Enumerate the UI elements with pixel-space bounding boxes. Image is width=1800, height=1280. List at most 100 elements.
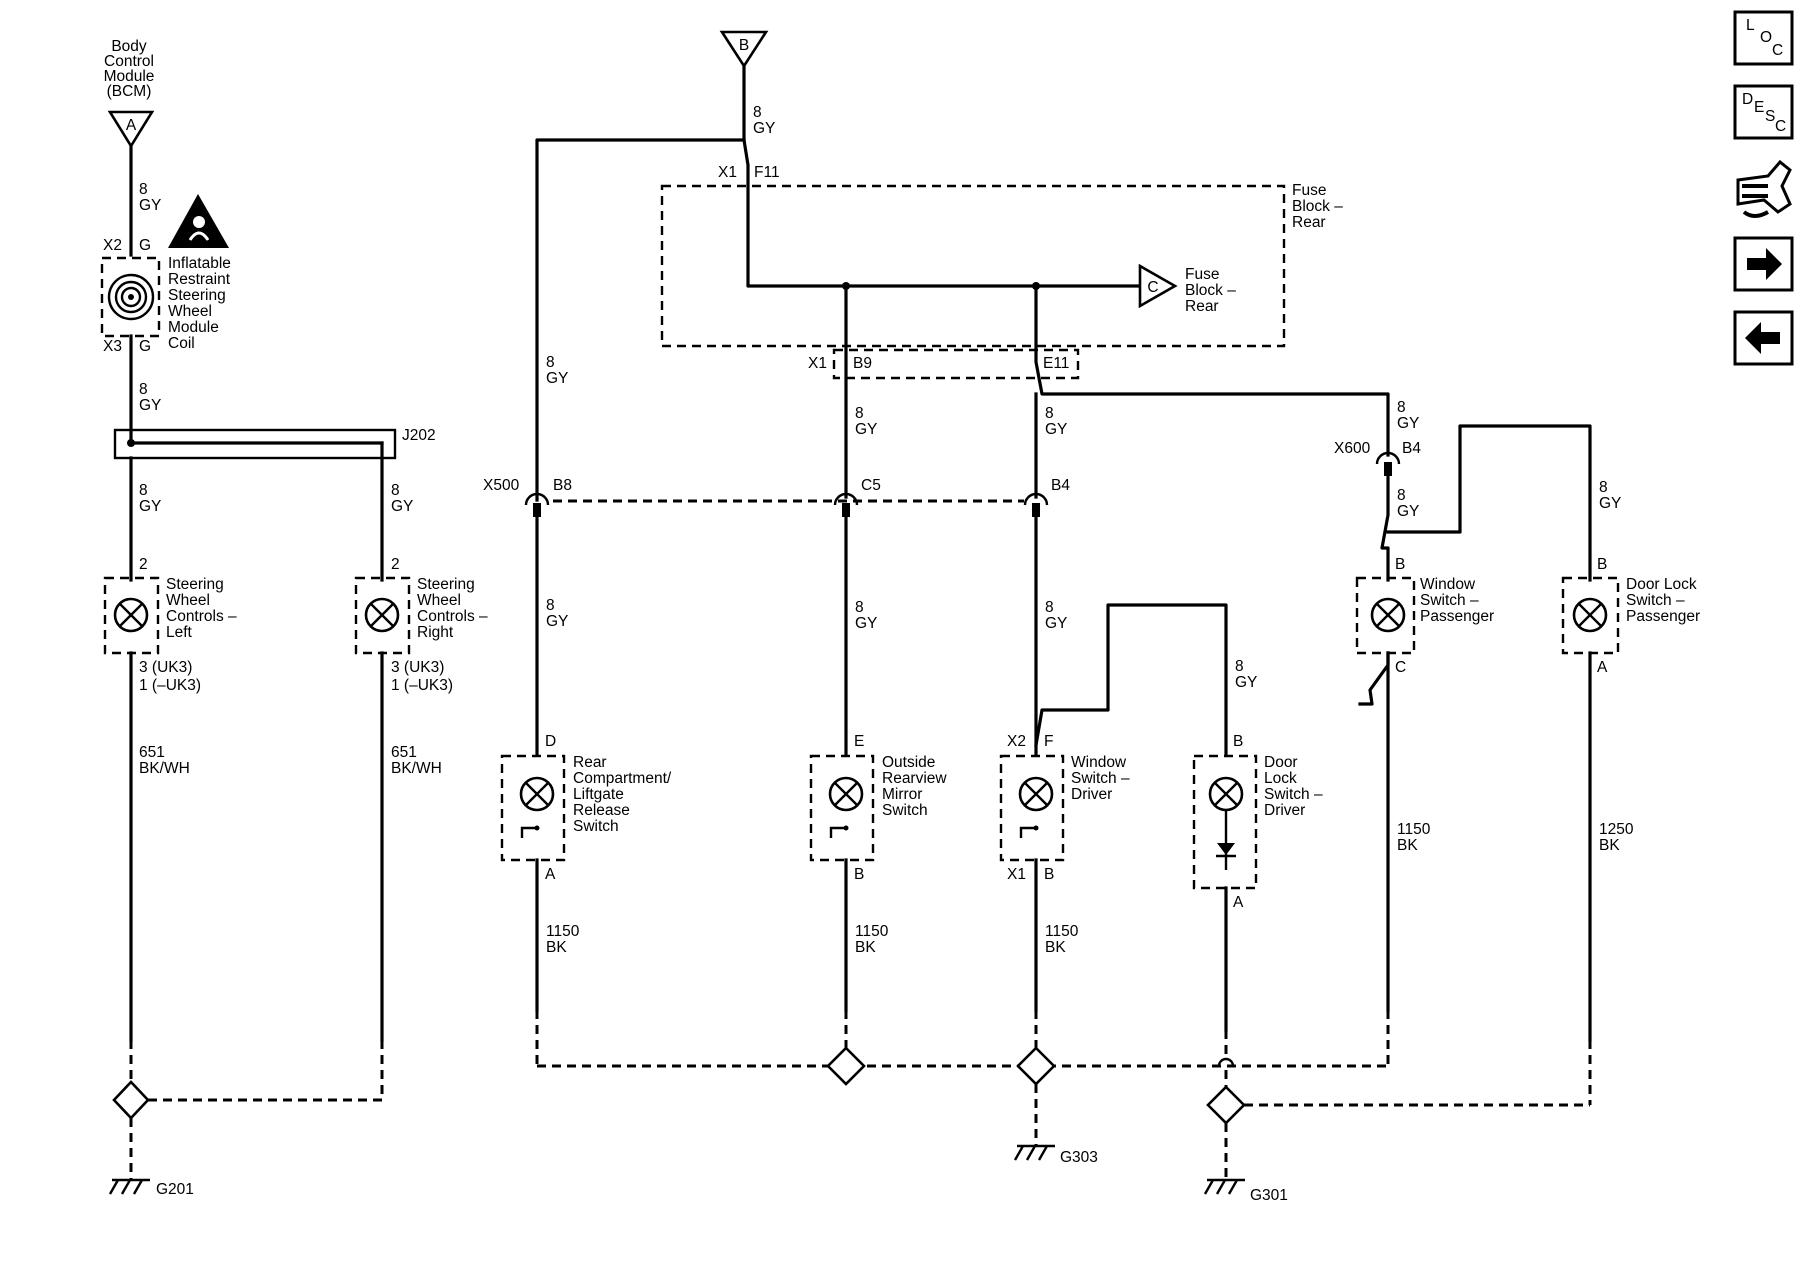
wire-label: 8	[855, 599, 864, 616]
wire-label: GY	[1235, 674, 1257, 691]
svg-text:Right: Right	[417, 624, 454, 641]
svg-text:Block –: Block –	[1185, 282, 1236, 299]
loc-button[interactable]: L O C	[1733, 10, 1794, 66]
switch-lamp-icon	[113, 597, 149, 633]
x600-label: X600	[1334, 440, 1371, 457]
wire-label: 651	[391, 744, 417, 761]
svg-text:S: S	[1765, 108, 1775, 125]
ground-splice	[1206, 1085, 1246, 1125]
svg-text:Driver: Driver	[1071, 786, 1112, 803]
back-button[interactable]	[1733, 310, 1794, 366]
ground-g301-label: G301	[1250, 1187, 1288, 1204]
wire-label: BK	[1599, 837, 1620, 854]
inline-connector-icon	[524, 492, 1049, 517]
svg-text:Controls –: Controls –	[417, 608, 488, 625]
svg-text:Door Lock: Door Lock	[1626, 576, 1697, 593]
door-driver-pin-bottom: A	[1233, 894, 1244, 911]
svg-text:Controls –: Controls –	[166, 608, 237, 625]
wire-label: GY	[1045, 421, 1067, 438]
wire-label: GY	[753, 120, 775, 137]
wire-label: 1150	[1397, 821, 1431, 838]
ground-splice	[826, 1046, 866, 1086]
mirror-label: Outside Rearview Mirror Switch	[882, 754, 947, 819]
rear-comp-label: Rear Compartment/ Liftgate Release Switc…	[573, 754, 672, 835]
wire-label: BK/WH	[391, 760, 442, 777]
bcm-label: Body Control Module (BCM)	[104, 38, 155, 100]
svg-text:Steering: Steering	[417, 576, 475, 593]
door-driver-pin-top: B	[1233, 733, 1243, 750]
svg-text:Restraint: Restraint	[168, 271, 231, 288]
svg-text:C: C	[1775, 118, 1786, 135]
wire-label: 8	[1397, 487, 1406, 504]
switch-lamp-icon	[1208, 776, 1244, 812]
door-pass-pin-bottom: A	[1597, 659, 1608, 676]
wire-label: 8	[1599, 479, 1608, 496]
svg-text:Switch –: Switch –	[1071, 770, 1130, 787]
wire-label: GY	[139, 397, 161, 414]
svg-text:Body: Body	[111, 38, 147, 55]
win-driver-pin-bottom: B	[1044, 866, 1054, 883]
rear-comp-pin-top: D	[545, 733, 556, 750]
wire-label: GY	[139, 197, 161, 214]
fuse-block-e11: E11	[1043, 355, 1069, 372]
wire-feed-fuse-block	[742, 138, 1142, 288]
wire-label: GY	[391, 498, 413, 515]
svg-text:Control: Control	[104, 53, 154, 70]
wire-win-pass-to-door-pass	[1386, 424, 1592, 582]
svg-text:Left: Left	[166, 624, 193, 641]
door-driver-label: Door Lock Switch – Driver	[1264, 754, 1323, 819]
ground-icon	[1013, 1144, 1055, 1161]
fuse-block-b9: B9	[853, 355, 872, 372]
airbag-x2: X2	[103, 237, 122, 254]
inline-connector-icon	[1375, 451, 1401, 476]
wire-win-driver-to-door-lock	[1034, 603, 1228, 757]
svg-text:L: L	[1746, 17, 1755, 34]
svg-text:Compartment/: Compartment/	[573, 770, 672, 787]
svg-text:Steering: Steering	[166, 576, 224, 593]
switch-lamp-icon	[519, 776, 555, 838]
mirror-pin-bottom: B	[854, 866, 864, 883]
svg-text:D: D	[1742, 91, 1753, 108]
ground-splice	[112, 1080, 150, 1120]
mirror-box	[809, 754, 875, 862]
svg-text:Rear: Rear	[1292, 214, 1326, 231]
svg-text:Inflatable: Inflatable	[168, 255, 231, 272]
svg-text:Switch –: Switch –	[1626, 592, 1685, 609]
svg-text:E: E	[1754, 99, 1764, 116]
desc-button[interactable]: D E S C	[1733, 84, 1794, 140]
switch-lamp-icon	[828, 776, 864, 838]
x500-label: X500	[483, 477, 520, 494]
wire-label: GY	[1397, 503, 1419, 520]
rear-comp-box	[500, 754, 566, 862]
airbag-pin-bottom: G	[139, 338, 151, 355]
svg-text:Door: Door	[1264, 754, 1298, 771]
svg-text:Driver: Driver	[1264, 802, 1305, 819]
wire-e11	[1034, 284, 1390, 457]
svg-text:Passenger: Passenger	[1626, 608, 1700, 625]
next-button[interactable]	[1733, 236, 1794, 292]
wire-label: 8	[139, 381, 148, 398]
wire-win-pass-stub	[1358, 651, 1390, 706]
connector-c-symbol	[1138, 263, 1178, 309]
win-driver-conn-top: X2	[1007, 733, 1026, 750]
wire-label: 1150	[546, 923, 580, 940]
connector-icon[interactable]	[1736, 159, 1792, 218]
swc-left-pin-bottom: 1 (–UK3)	[139, 677, 201, 694]
win-pass-pin-top: B	[1395, 556, 1405, 573]
svg-text:Liftgate: Liftgate	[573, 786, 624, 803]
wire-label: BK	[855, 939, 876, 956]
door-pass-pin-top: B	[1597, 556, 1607, 573]
switch-lamp-icon	[364, 597, 400, 633]
wire-label: BK	[1045, 939, 1066, 956]
mirror-pin-top: E	[854, 733, 864, 750]
switch-lamp-icon	[1370, 597, 1406, 633]
arrow-left-icon	[1745, 322, 1780, 354]
svg-text:Fuse: Fuse	[1292, 182, 1326, 199]
fuse-block-x1-lower: X1	[808, 355, 827, 372]
ground-icon	[1203, 1178, 1245, 1195]
win-driver-pin-top: F	[1044, 733, 1053, 750]
svg-text:Module: Module	[104, 68, 155, 85]
clockspring-coil-icon	[107, 273, 155, 321]
win-pass-label: Window Switch – Passenger	[1420, 576, 1494, 625]
switch-lamp-icon	[1572, 597, 1608, 633]
